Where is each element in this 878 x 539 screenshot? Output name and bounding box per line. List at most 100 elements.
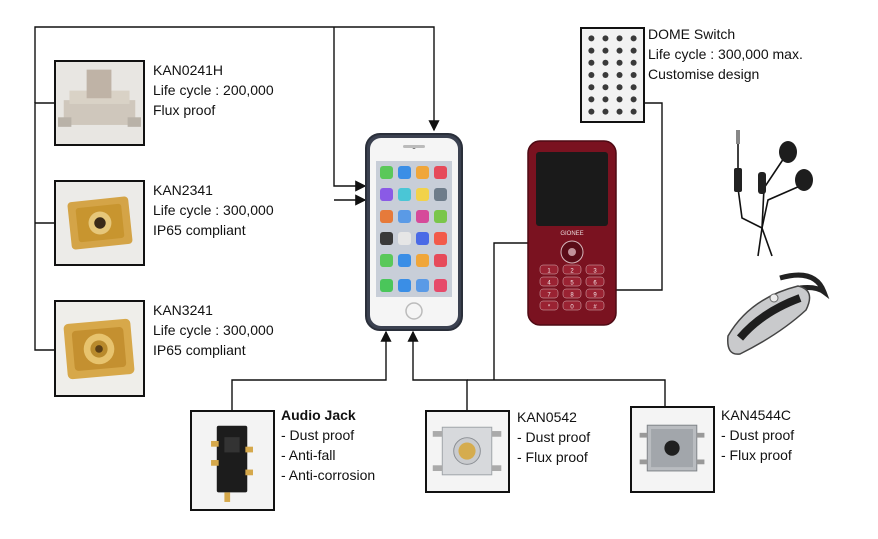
keypad-key-label: 7 [547,293,551,299]
bluetooth-headset-image [720,268,830,363]
audio-jack-feature-2: - Anti-fall [281,447,336,463]
dome-contact [588,47,595,54]
dome-contact [588,96,595,103]
keypad-key-label: 2 [570,269,574,275]
earphones-image [722,128,822,258]
keypad-key [562,264,582,275]
kan0241h-photo [54,60,145,146]
kan2341-life-cycle: Life cycle : 300,000 [153,202,274,218]
app-icon [434,210,447,223]
kan2341-photo [54,180,145,266]
keypad-key-label: 4 [547,281,551,287]
app-icon [380,188,393,201]
app-icon [398,188,411,201]
app-icon [398,232,411,245]
keypad-key [539,276,559,287]
dock-icon [380,279,393,292]
keypad-key [539,288,559,299]
dome-contact [602,59,609,66]
dome-switch-name: DOME Switch [648,26,736,42]
dock-icon [398,279,411,292]
keypad-key-label: * [548,305,551,311]
app-icon [380,232,393,245]
kan4544c-feature-1: - Dust proof [721,427,795,443]
dome-contact [602,96,609,103]
audio-jack-feature-1: - Dust proof [281,427,355,443]
dome-contact [588,71,595,79]
kan4544c-label: KAN4544C - Dust proof - Flux proof [721,405,794,465]
keypad-key [585,276,605,287]
audio-jack-feature-3: - Anti-corrosion [281,467,376,483]
dome-contact [616,35,623,42]
dome-contact [630,96,637,103]
dome-contact [630,71,637,79]
dome-contact [630,47,637,54]
app-icon [398,254,411,267]
dock-icon [416,279,429,292]
keypad-key-label: 8 [570,293,574,299]
dome-contact [602,47,609,54]
keypad-key-label: 1 [547,269,551,275]
kan4544c-photo [630,406,715,493]
app-icon [416,166,429,179]
dome-contact [602,71,609,79]
keypad-key [585,300,605,311]
audio-jack-photo [190,410,275,511]
app-icon [398,166,411,179]
kan3241-photo [54,300,145,397]
dome-contact [602,35,609,42]
keypad-key [585,288,605,299]
keypad-key [539,264,559,275]
app-icon [434,166,447,179]
kan0542-photo [425,410,510,493]
dome-switch-feature: Customise design [648,66,760,82]
kan0542-label: KAN0542 - Dust proof - Flux proof [517,407,590,467]
dome-contact [616,47,623,54]
dome-contact [616,59,623,66]
dome-switch-photo [580,27,645,123]
dome-contact [588,84,595,91]
kan0241h-life-cycle: Life cycle : 200,000 [153,82,274,98]
keypad-key-label: 9 [593,293,597,299]
keypad-key [562,288,582,299]
audio-jack-label: Audio Jack - Dust proof - Anti-fall - An… [281,405,375,485]
dome-contact [630,108,637,115]
keypad-key [585,264,605,275]
dome-contact [616,71,623,79]
kan3241-label: KAN3241 Life cycle : 300,000 IP65 compli… [153,300,274,360]
kan0241h-name: KAN0241H [153,62,224,78]
dome-contact [602,108,609,115]
keypad-key [562,300,582,311]
keypad-key-label: 0 [570,305,574,311]
app-icon [434,232,447,245]
dock-icon [434,279,447,292]
kan0241h-feature: Flux proof [153,102,216,118]
kan2341-feature: IP65 compliant [153,222,246,238]
kan0542-feature-2: - Flux proof [517,449,588,465]
keypad-key [562,276,582,287]
app-icon [416,254,429,267]
dome-contact [616,84,623,91]
kan0241h-label: KAN0241H Life cycle : 200,000 Flux proof [153,60,274,120]
dome-contact [630,84,637,91]
kan3241-name: KAN3241 [153,302,213,318]
app-icon [434,188,447,201]
app-icon [416,232,429,245]
kan3241-feature: IP65 compliant [153,342,246,358]
dome-switch-life-cycle: Life cycle : 300,000 max. [648,46,803,62]
dome-contact [588,35,595,42]
keypad-key-label: # [593,305,597,311]
kan0542-feature-1: - Dust proof [517,429,591,445]
kan3241-life-cycle: Life cycle : 300,000 [153,322,274,338]
smartphone-image [365,133,463,331]
kan0542-name: KAN0542 [517,409,577,425]
dome-switch-label: DOME Switch Life cycle : 300,000 max. Cu… [648,24,803,84]
app-icon [380,210,393,223]
kan2341-name: KAN2341 [153,182,213,198]
keypad-key-label: 5 [570,281,574,287]
dome-contact [602,84,609,91]
dome-contact [588,108,595,115]
app-icon [398,210,411,223]
feature-phone-brand: GIONEE [560,231,583,237]
